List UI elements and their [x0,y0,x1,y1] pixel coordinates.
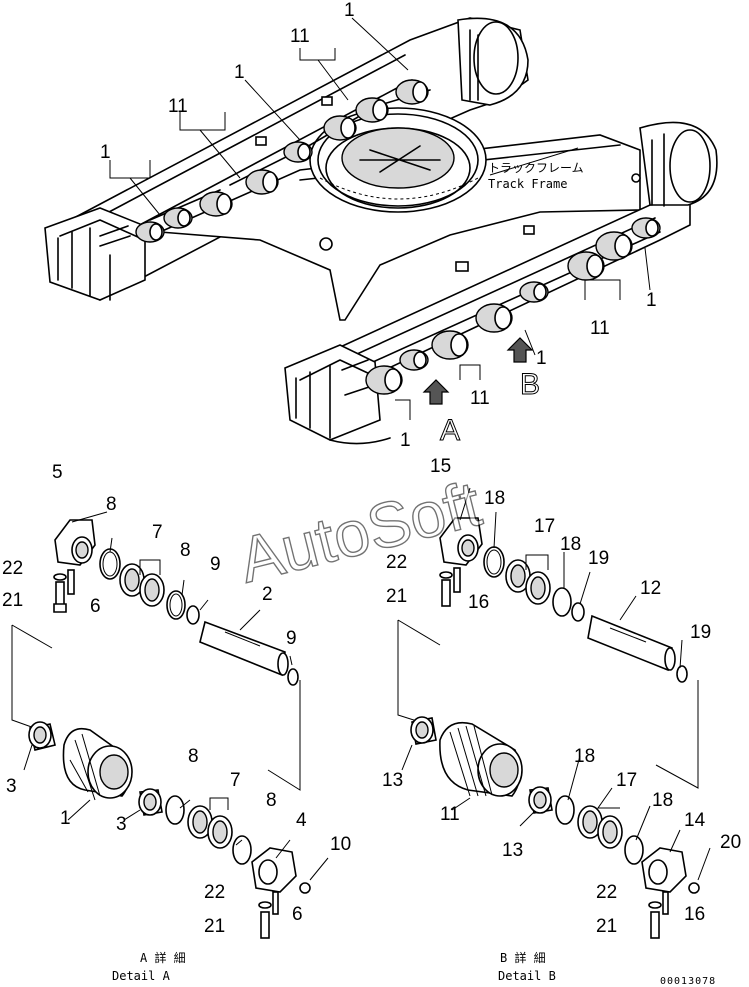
callout-12: 12 [640,578,661,599]
callout-11c: 11 [590,318,610,339]
callout-11b: 11 [168,96,188,117]
callout-21d: 21 [596,916,617,937]
upper-roller-row [135,79,431,243]
callout-17b: 17 [616,770,637,791]
top-callouts: 1 11 1 11 1 1 11 1 11 1 [100,0,657,451]
callout-1c: 1 [100,142,111,163]
callout-17a: 17 [534,516,555,537]
callout-16b: 16 [684,904,705,925]
track-frame-assembly [44,17,718,445]
callout-9b: 9 [286,628,297,649]
callout-1e: 1 [536,348,547,369]
callout-19a: 19 [588,548,609,569]
view-letter-b: B [520,368,540,401]
callout-20: 20 [720,832,741,853]
detail-b-callouts: 15 18 17 18 22 19 21 16 12 19 13 11 18 1… [382,456,741,937]
callout-19b: 19 [690,622,711,643]
callout-21c: 21 [386,586,407,607]
detail-b-label-en: Detail B [498,969,556,983]
callout-6b: 6 [292,904,303,925]
callout-10: 10 [330,834,351,855]
detail-a-exploded-view [11,511,329,939]
callout-14: 14 [684,810,706,831]
view-letter-a: A [440,414,460,447]
frame-label-en: Track Frame [488,177,567,191]
callout-11e: 11 [440,804,460,825]
callout-7b: 7 [230,770,241,791]
callout-11a: 11 [290,26,310,47]
callout-8c: 8 [188,746,199,767]
lower-roller-row [365,217,661,395]
detail-b-label-jp: B 詳 細 [500,950,546,965]
callout-22b: 22 [204,882,225,903]
callout-15: 15 [430,456,451,477]
callout-1g: 1 [60,808,71,829]
drawing-number: 00013078 [660,976,716,987]
callout-3a: 3 [6,776,17,797]
callout-7a: 7 [152,522,163,543]
callout-9a: 9 [210,554,221,575]
callout-4: 4 [296,810,307,831]
callout-1a: 1 [344,0,355,21]
arrow-a-icon [422,379,450,405]
detail-a-callouts: 5 8 7 8 22 21 6 9 2 9 3 1 8 7 3 8 4 10 2… [2,462,351,937]
callout-8a: 8 [106,494,117,515]
callout-1d: 1 [646,290,657,311]
arrow-b-icon [506,337,534,363]
callout-18c: 18 [574,746,595,767]
callout-21a: 21 [2,590,23,611]
callout-1b: 1 [234,62,245,83]
detail-a-label-jp: A 詳 細 [140,950,186,965]
callout-6a: 6 [90,596,101,617]
callout-18b: 18 [560,534,581,555]
frame-label-jp: トラックフレーム [488,161,584,175]
callout-21b: 21 [204,916,225,937]
callout-2: 2 [262,584,273,605]
callout-8d: 8 [266,790,277,811]
detail-b-exploded-view [397,487,711,939]
callout-22a: 22 [2,558,23,579]
callout-16a: 16 [468,592,489,613]
callout-1f: 1 [400,430,411,451]
callout-13b: 13 [502,840,523,861]
callout-11d: 11 [470,388,490,409]
callout-5: 5 [52,462,63,483]
callout-18d: 18 [652,790,673,811]
callout-3b: 3 [116,814,127,835]
callout-22c: 22 [386,552,407,573]
callout-8b: 8 [180,540,191,561]
callout-18a: 18 [484,488,505,509]
callout-13a: 13 [382,770,403,791]
callout-22d: 22 [596,882,617,903]
detail-a-label-en: Detail A [112,969,171,983]
